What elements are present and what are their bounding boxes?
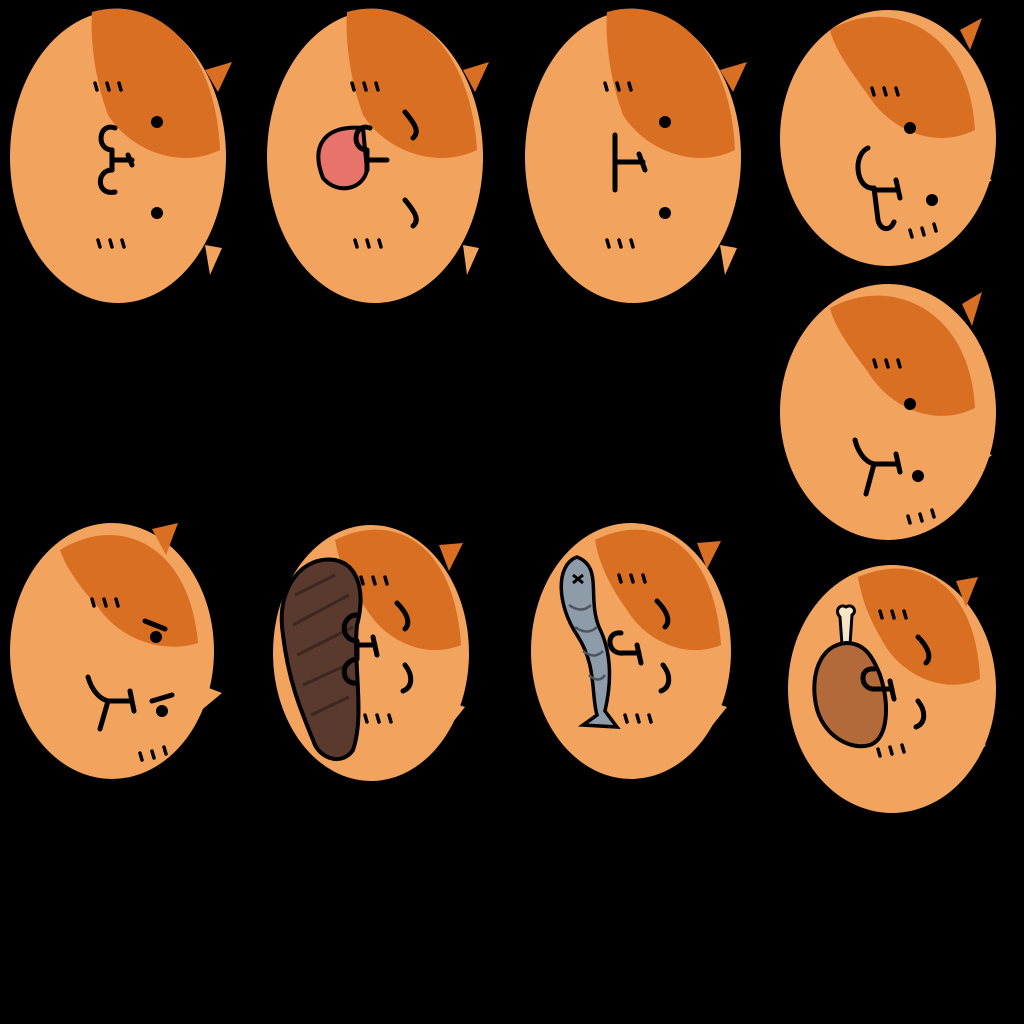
cat-face-eating-fish xyxy=(531,523,731,779)
cat-face-smug xyxy=(780,10,996,266)
cat-face-eating-steak xyxy=(273,525,469,781)
cat-face-features xyxy=(93,81,163,249)
cat-face-features xyxy=(316,81,419,249)
cat-head xyxy=(10,8,232,303)
cat-head xyxy=(10,523,222,779)
cat-head xyxy=(780,284,996,540)
steak-food xyxy=(279,557,363,761)
fish-food xyxy=(559,555,621,729)
cat-face-eating-drumstick xyxy=(788,565,996,813)
cat-face-grumpy xyxy=(780,284,996,540)
cat-face-tongue xyxy=(267,8,489,303)
cat-face-features xyxy=(852,358,936,525)
cat-face-features xyxy=(85,597,175,762)
cat-head xyxy=(525,8,747,303)
cat-head xyxy=(780,10,996,266)
cat-head xyxy=(267,8,489,303)
cat-face-features xyxy=(860,609,932,758)
cat-face-features xyxy=(341,575,414,724)
cat-face-features xyxy=(603,81,671,249)
cat-face-neutral xyxy=(10,8,232,303)
cat-face-features xyxy=(855,86,938,239)
cat-face-angry xyxy=(10,523,222,779)
cat-face-features xyxy=(607,573,672,724)
cat-face-flat-mouth xyxy=(525,8,747,303)
